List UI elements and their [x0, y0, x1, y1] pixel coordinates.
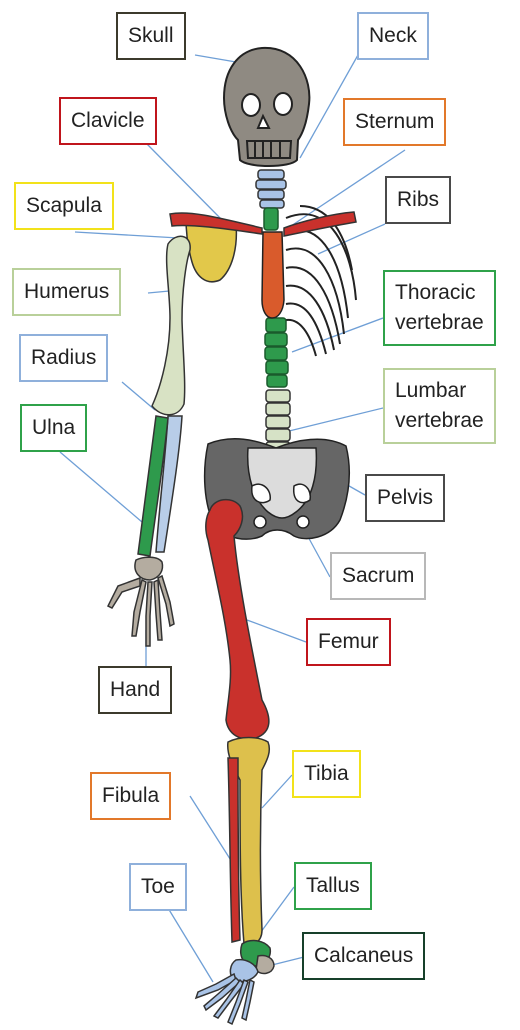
humerus-bone [152, 236, 190, 414]
label-tallus: Tallus [294, 862, 372, 910]
label-fibula: Fibula [90, 772, 171, 820]
label-toe-text: Toe [141, 873, 175, 901]
label-sternum-text: Sternum [355, 108, 434, 136]
label-fibula-text: Fibula [102, 782, 159, 810]
label-calcaneus: Calcaneus [302, 932, 425, 980]
label-skull: Skull [116, 12, 186, 60]
label-calcaneus-text: Calcaneus [314, 942, 413, 970]
label-neck-text: Neck [369, 22, 417, 50]
label-sacrum: Sacrum [330, 552, 426, 600]
label-thoracic-line2: vertebrae [395, 308, 484, 338]
leader-clavicle [145, 142, 225, 223]
label-ulna: Ulna [20, 404, 87, 452]
label-skull-text: Skull [128, 22, 174, 50]
label-scapula-text: Scapula [26, 192, 102, 220]
label-sacrum-text: Sacrum [342, 562, 414, 590]
fibula-bone [228, 758, 240, 942]
label-pelvis: Pelvis [365, 474, 445, 522]
label-neck: Neck [357, 12, 429, 60]
label-scapula: Scapula [14, 182, 114, 230]
label-tibia: Tibia [292, 750, 361, 798]
label-tallus-text: Tallus [306, 872, 360, 900]
label-toe: Toe [129, 863, 187, 911]
label-ulna-text: Ulna [32, 414, 75, 442]
label-clavicle-text: Clavicle [71, 107, 145, 135]
leader-fibula [190, 796, 232, 862]
leader-lumbar [285, 408, 383, 432]
label-femur-text: Femur [318, 628, 379, 656]
hand-bone [108, 557, 174, 646]
calcaneus-bone [256, 955, 274, 973]
label-hand: Hand [98, 666, 172, 714]
label-thoracic-line1: Thoracic [395, 278, 484, 308]
leader-skull [195, 55, 236, 62]
label-radius-text: Radius [31, 344, 96, 372]
leader-femur [247, 620, 306, 642]
label-hand-text: Hand [110, 676, 160, 704]
label-ribs-text: Ribs [397, 186, 439, 214]
leader-radius [122, 382, 155, 410]
leader-ulna [60, 452, 142, 522]
label-clavicle: Clavicle [59, 97, 157, 145]
skull-bone [224, 48, 309, 166]
label-ribs: Ribs [385, 176, 451, 224]
label-radius: Radius [19, 334, 108, 382]
sternum-bone [262, 232, 284, 318]
leader-tibia [262, 775, 292, 808]
label-sternum: Sternum [343, 98, 446, 146]
leader-toe [168, 908, 213, 982]
label-pelvis-text: Pelvis [377, 484, 433, 512]
label-humerus: Humerus [12, 268, 121, 316]
neck-bone [256, 170, 286, 208]
label-lumbar-line2: vertebrae [395, 406, 484, 436]
label-lumbar-line1: Lumbar [395, 376, 484, 406]
label-femur: Femur [306, 618, 391, 666]
label-humerus-text: Humerus [24, 278, 109, 306]
label-tibia-text: Tibia [304, 760, 349, 788]
